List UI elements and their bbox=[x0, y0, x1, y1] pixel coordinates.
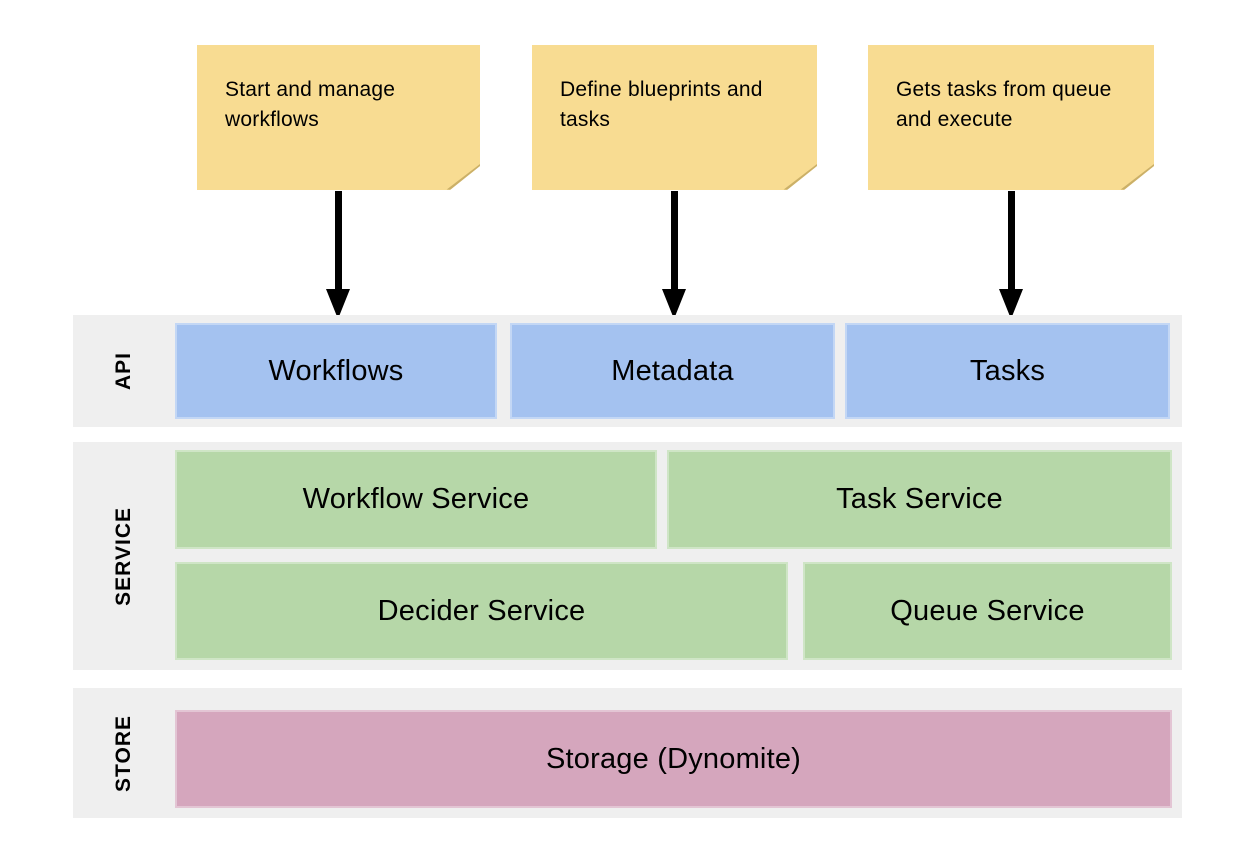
arrow-to-workflows-api bbox=[326, 191, 350, 319]
sticky-note-text: Gets tasks from queue and execute bbox=[896, 78, 1112, 131]
store-box-storage-dynomite: Storage (Dynomite) bbox=[175, 710, 1172, 808]
arrow-head-icon bbox=[662, 289, 686, 319]
arrow-head-icon bbox=[326, 289, 350, 319]
service-box-decider-service: Decider Service bbox=[175, 562, 788, 660]
api-box-tasks: Tasks bbox=[845, 323, 1170, 419]
sticky-note-start-workflows: Start and manage workflows bbox=[197, 45, 480, 190]
arrow-shaft bbox=[670, 191, 678, 289]
sticky-note-text: Start and manage workflows bbox=[225, 78, 396, 131]
band-store: STORE Storage (Dynomite) bbox=[73, 688, 1182, 818]
sticky-note-get-tasks: Gets tasks from queue and execute bbox=[868, 45, 1154, 190]
arrow-shaft bbox=[1007, 191, 1015, 289]
band-api: API Workflows Metadata Tasks bbox=[73, 315, 1182, 427]
service-box-workflow-service: Workflow Service bbox=[175, 450, 657, 549]
service-box-task-service: Task Service bbox=[667, 450, 1172, 549]
folded-corner-icon bbox=[783, 164, 817, 190]
folded-corner-icon bbox=[1120, 164, 1154, 190]
arrow-head-icon bbox=[999, 289, 1023, 319]
sticky-note-define-blueprints: Define blueprints and tasks bbox=[532, 45, 817, 190]
band-label-service: SERVICE bbox=[112, 506, 135, 606]
band-label-api: API bbox=[112, 351, 135, 390]
arrow-shaft bbox=[334, 191, 342, 289]
sticky-note-text: Define blueprints and tasks bbox=[560, 78, 763, 131]
band-service: SERVICE Workflow Service Task Service De… bbox=[73, 442, 1182, 670]
folded-corner-icon bbox=[446, 164, 480, 190]
service-box-queue-service: Queue Service bbox=[803, 562, 1172, 660]
arrow-to-metadata-api bbox=[662, 191, 686, 319]
band-label-store: STORE bbox=[112, 714, 135, 792]
arrow-to-tasks-api bbox=[999, 191, 1023, 319]
api-box-workflows: Workflows bbox=[175, 323, 497, 419]
api-box-metadata: Metadata bbox=[510, 323, 835, 419]
